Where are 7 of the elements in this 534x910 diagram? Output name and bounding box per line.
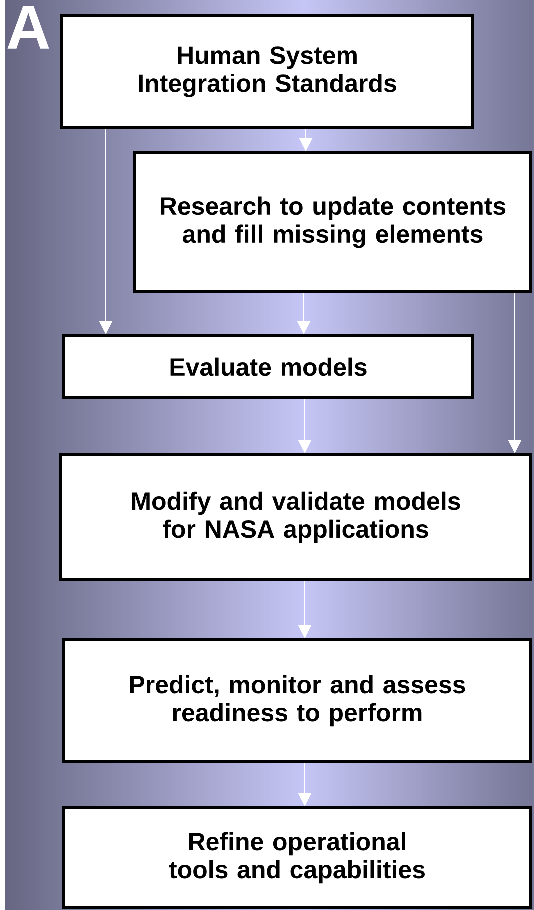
title: A [8,6,50,49]
process-box: Refine operational tools and capabilities [62,806,532,910]
process-box: Research to update contents and fill missing elements [134,152,532,294]
process-box: Modify and validate models for NASA applications [60,454,532,582]
process-box: Human System Integration Standards [60,14,474,130]
process-box: Predict, monitor and assess readiness to perform [62,638,532,764]
process-box: Evaluate models [62,334,474,400]
